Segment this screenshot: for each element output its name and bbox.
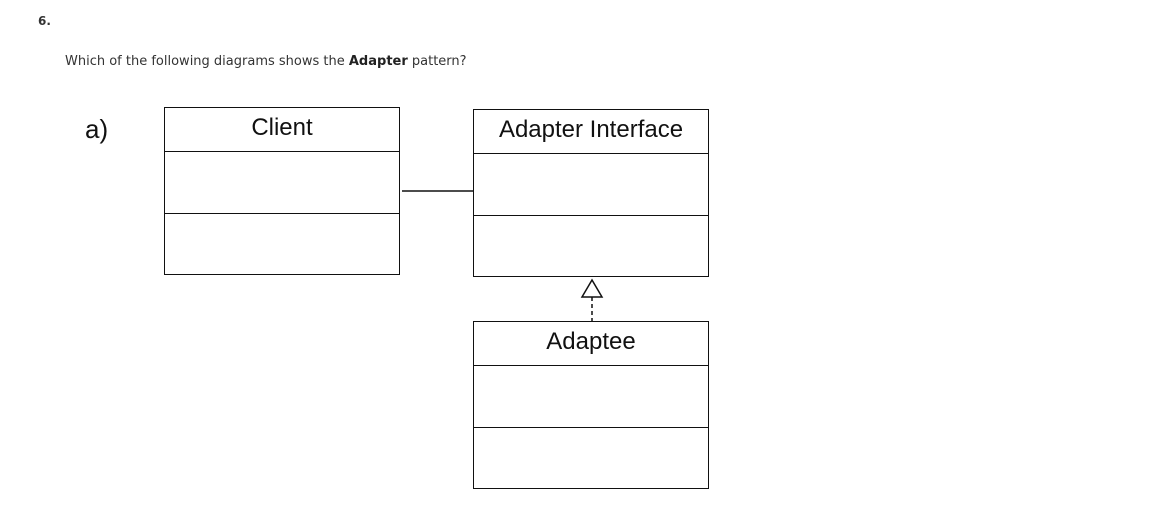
option-label: a) (85, 114, 109, 144)
prompt-bold-term: Adapter (348, 54, 408, 69)
prompt-suffix: pattern? (407, 54, 467, 69)
class-box-client: Client (164, 107, 400, 275)
question-prompt: Which of the following diagrams shows th… (65, 54, 467, 69)
class-attributes-adapter-interface (474, 154, 708, 216)
class-name-adapter-interface: Adapter Interface (474, 110, 708, 154)
class-box-adapter-interface: Adapter Interface (473, 109, 709, 277)
class-attributes-client (165, 152, 399, 214)
prompt-prefix: Which of the following diagrams shows th… (65, 54, 349, 69)
class-name-adaptee: Adaptee (474, 322, 708, 366)
class-attributes-adaptee (474, 366, 708, 428)
realization-arrowhead (580, 278, 604, 298)
class-name-client: Client (165, 108, 399, 152)
class-box-adaptee: Adaptee (473, 321, 709, 489)
question-number: 6. (38, 14, 51, 28)
